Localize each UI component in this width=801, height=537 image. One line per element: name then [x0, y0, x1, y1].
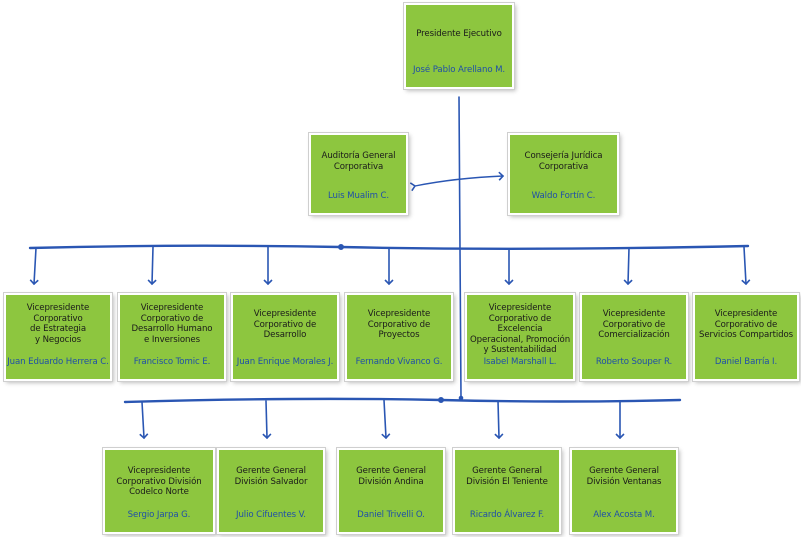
division-box-el-teniente: Gerente General División El Teniente Ric…	[453, 448, 561, 534]
vp-title: Vicepresidente Corporativo de Estrategia…	[26, 303, 90, 345]
division-bus	[123, 397, 682, 404]
vp-name: Daniel Barría I.	[714, 357, 778, 367]
vp-name: Francisco Tomic E.	[133, 357, 211, 367]
division-box-ventanas: Gerente General División Ventanas Alex A…	[570, 448, 678, 534]
division-title: Vicepresidente Corporativo División Code…	[116, 466, 202, 497]
vp-box-strategy: Vicepresidente Corporativo de Estrategia…	[4, 293, 112, 381]
vp-name: Juan Enrique Morales J.	[236, 357, 334, 367]
division-name: Alex Acosta M.	[593, 510, 655, 520]
division-name: Julio Cifuentes V.	[236, 510, 306, 520]
vp-title: Vicepresidente Corporativo de Proyectos	[367, 309, 431, 340]
president-name: José Pablo Arellano M.	[412, 65, 506, 75]
division-title: Gerente General División Ventanas	[586, 466, 662, 487]
vp-name: Fernando Vivanco G.	[355, 357, 443, 367]
division-name: Sergio Jarpa G.	[127, 510, 191, 520]
division-title: Gerente General División Salvador	[234, 466, 308, 487]
vp-title: Vicepresidente Corporativo de Desarrollo…	[131, 303, 213, 345]
staff-box-audit: Auditoría General Corporativa Luis Muali…	[309, 133, 408, 215]
staff-title: Consejería Jurídica Corporativa	[524, 151, 603, 172]
division-box-codelco-norte: Vicepresidente Corporativo División Code…	[103, 448, 215, 534]
vp-box-commercial: Vicepresidente Corporativo de Comerciali…	[580, 293, 688, 381]
trunk-line	[458, 96, 462, 399]
staff-title: Auditoría General Corporativa	[321, 151, 396, 172]
vp-title: Vicepresidente Corporativo de Desarrollo	[253, 309, 317, 340]
vp-box-development: Vicepresidente Corporativo de Desarrollo…	[231, 293, 339, 381]
staff-connector	[409, 171, 505, 192]
division-title: Gerente General División El Teniente	[466, 466, 548, 487]
vp-box-projects: Vicepresidente Corporativo de Proyectos …	[345, 293, 453, 381]
vp-title: Vicepresidente Corporativo de Servicios …	[698, 309, 794, 340]
staff-name: Waldo Fortín C.	[531, 191, 596, 201]
division-name: Daniel Trivelli O.	[357, 510, 425, 520]
division-box-salvador: Gerente General División Salvador Julio …	[217, 448, 325, 534]
president-title: Presidente Ejecutivo	[416, 29, 502, 39]
vp-title: Vicepresidente Corporativo de Comerciali…	[598, 309, 670, 340]
staff-name: Luis Mualim C.	[327, 191, 390, 201]
division-box-andina: Gerente General División Andina Daniel T…	[337, 448, 445, 534]
vp-bus	[28, 244, 750, 250]
staff-box-legal: Consejería Jurídica Corporativa Waldo Fo…	[508, 133, 619, 215]
division-title: Gerente General División Andina	[356, 466, 426, 487]
vp-name: Isabel Marshall L.	[483, 357, 557, 367]
vp-box-excellence: Vicepresidente Corporativo de Excelencia…	[465, 293, 575, 381]
vp-title: Vicepresidente Corporativo de Excelencia…	[469, 303, 571, 355]
vp-name: Juan Eduardo Herrera C.	[7, 357, 109, 367]
vp-name: Roberto Souper R.	[595, 357, 673, 367]
vp-box-human-development: Vicepresidente Corporativo de Desarrollo…	[118, 293, 226, 381]
president-box: Presidente Ejecutivo José Pablo Arellano…	[404, 3, 514, 89]
vp-box-shared-services: Vicepresidente Corporativo de Servicios …	[693, 293, 799, 381]
division-name: Ricardo Álvarez F.	[469, 510, 545, 520]
